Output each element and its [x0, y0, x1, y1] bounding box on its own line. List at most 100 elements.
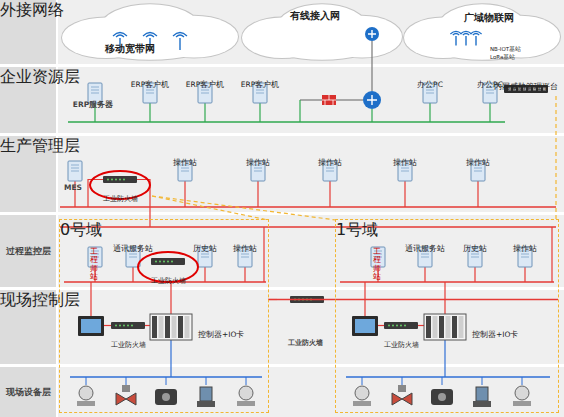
io-module: [165, 316, 170, 338]
drawing-part: [113, 33, 127, 37]
cloud-outline: [429, 27, 535, 59]
drawing-part: [465, 36, 466, 46]
layer-band: 移动宽带网有线接入网广域物联网外接网络: [0, 0, 564, 64]
wire: [300, 99, 322, 100]
computer-detail: [146, 90, 154, 91]
wire: [149, 103, 150, 122]
wire: [371, 109, 372, 122]
control-bus: [340, 281, 554, 283]
computer-node: 办公PC: [415, 72, 445, 104]
controller-node: 控制器+IO卡: [422, 314, 522, 340]
wire: [444, 282, 445, 314]
node-label: ERP客户机: [241, 81, 279, 89]
firewall-port: [404, 325, 406, 327]
computer-detail: [521, 257, 529, 258]
band-ground: [58, 136, 564, 212]
firewall-symbol: [103, 176, 137, 183]
firewall-port: [155, 261, 157, 263]
router-mark: [367, 95, 377, 105]
layer-band: 现场设备层: [0, 367, 564, 417]
wire: [90, 282, 91, 316]
computer-node: 操作站: [464, 150, 492, 182]
wire: [477, 181, 478, 207]
hmi-screen: [81, 319, 101, 333]
node-label: 1号域: [336, 222, 378, 238]
computer-detail: [426, 90, 434, 91]
controller-node: 控制器+IO卡: [148, 314, 248, 340]
computer-node: 通讯服务站: [111, 236, 155, 268]
drawing-part: [237, 401, 255, 406]
computer-detail: [91, 93, 99, 94]
node-label: 通讯服务站: [405, 245, 445, 253]
drawing-part: [475, 36, 476, 46]
computer-detail: [91, 87, 99, 88]
drawing-part: [473, 34, 479, 36]
io-module: [178, 316, 183, 338]
computer-detail: [486, 90, 494, 91]
computer-detail: [146, 93, 154, 94]
wire: [104, 325, 111, 326]
drawing-part: [463, 34, 469, 36]
computer-node: 工程师站: [86, 236, 104, 268]
wire: [244, 267, 245, 282]
node-label: 办公PC: [417, 81, 443, 89]
field-bus: [346, 376, 550, 378]
wire: [257, 181, 258, 207]
antenna-label: LoRa基站: [490, 55, 515, 61]
wire: [329, 181, 330, 207]
network-link: [277, 299, 558, 301]
highlight-ring: [90, 171, 150, 199]
drawing-part: [473, 401, 491, 407]
firewall-box: 工业防火墙: [149, 258, 188, 278]
computer-detail: [256, 93, 264, 94]
computer-detail: [486, 93, 494, 94]
drawing-part: [392, 393, 412, 405]
drawing-part: [442, 377, 443, 385]
computer-detail: [71, 165, 79, 166]
wire: [204, 103, 205, 122]
drawing-part: [126, 377, 127, 385]
network-cloud: 广域物联网: [404, 3, 560, 61]
node-label: 广域物联网: [464, 13, 514, 23]
field-device-symbol: [77, 377, 95, 406]
drawing-part: [116, 393, 136, 405]
node-label: 历史站: [193, 245, 217, 253]
firewall-port: [119, 325, 121, 327]
node-label: 操作站: [318, 159, 342, 167]
dashed-link: [152, 196, 336, 220]
wire: [444, 340, 445, 377]
band-ground: [58, 0, 564, 64]
layer-band: ERP服务器ERP客户机ERP客户机ERP客户机办公PC办公PC内网威胁管理平台…: [0, 67, 564, 133]
io-module: [439, 316, 444, 338]
node-label: 现场控制层: [0, 292, 80, 308]
computer-symbol: [68, 161, 82, 181]
network-link: [268, 299, 277, 301]
firewall-port: [119, 179, 121, 181]
node-label: 企业资源层: [0, 69, 80, 85]
computer-detail: [421, 254, 429, 255]
field-device-symbol: [197, 377, 215, 407]
node-label: 工业防火墙: [111, 342, 146, 349]
node-label: MES: [45, 150, 101, 226]
antenna-label: NB-IOT基站: [490, 47, 521, 53]
drawing-part: [522, 377, 523, 385]
drawing-part: [482, 377, 483, 385]
computer-detail: [474, 168, 482, 169]
router-symbol: [365, 27, 379, 41]
wire: [137, 180, 150, 228]
node-label: 工业防火墙: [103, 196, 138, 203]
antenna-symbol: [460, 31, 471, 45]
computer-detail: [201, 90, 209, 91]
drawing-part: [77, 401, 95, 406]
device-rack: 内网威胁管理平台: [492, 74, 560, 96]
drawing-part: [143, 33, 157, 37]
wire: [259, 103, 260, 122]
io-module: [459, 316, 464, 338]
io-module: [426, 316, 431, 338]
field-device-symbol: [116, 377, 136, 405]
wire: [170, 340, 171, 377]
drawing-part: [402, 377, 403, 385]
drawing-part: [476, 387, 488, 401]
